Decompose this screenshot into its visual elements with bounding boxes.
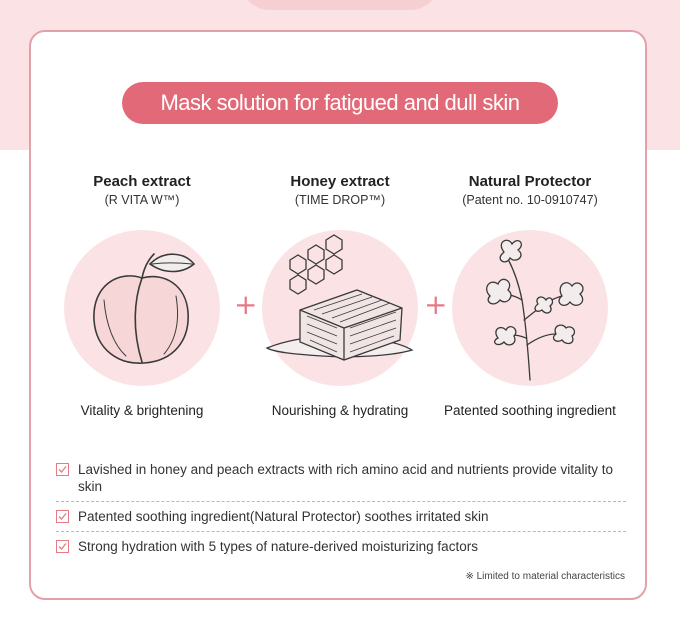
ingredient-peach: Peach extract (R VITA W™) Vitality & bri… [42, 172, 242, 418]
honeycomb-icon [265, 234, 414, 361]
benefit-text: Strong hydration with 5 types of nature-… [78, 539, 478, 554]
plus-sign: + [234, 288, 258, 321]
ingredient-sub: (R VITA W™) [104, 193, 180, 207]
ingredient-sub: (Patent no. 10-0910747) [462, 193, 598, 207]
ingredient-honey: Honey extract (TIME DROP™) Nourish [240, 172, 440, 418]
ingredient-circle [64, 230, 220, 386]
ingredient-circle [452, 230, 608, 386]
top-arc [240, 0, 440, 10]
benefit-item: Lavished in honey and peach extracts wit… [56, 455, 626, 501]
checkbox-icon [56, 540, 69, 553]
checkbox-icon [56, 463, 69, 476]
ingredient-caption: Nourishing & hydrating [271, 403, 409, 418]
herb-icon [486, 239, 584, 381]
ingredient-name: Natural Protector [468, 173, 592, 190]
ingredient-name: Honey extract [290, 173, 390, 190]
ingredient-caption: Vitality & brightening [80, 403, 204, 418]
benefit-item: Patented soothing ingredient(Natural Pro… [56, 501, 626, 531]
ingredient-sub: (TIME DROP™) [294, 193, 386, 207]
headline-banner: Mask solution for fatigued and dull skin [122, 82, 558, 124]
ingredient-name: Peach extract [93, 173, 191, 190]
benefit-list: Lavished in honey and peach extracts wit… [56, 455, 626, 561]
footnote: ※ Limited to material characteristics [465, 571, 625, 582]
plus-sign: + [424, 288, 448, 321]
checkbox-icon [56, 510, 69, 523]
peach-icon [93, 253, 196, 364]
ingredient-natural-protector: Natural Protector (Patent no. 10-0910747… [430, 172, 630, 418]
ingredient-caption: Patented soothing ingredient [444, 403, 616, 418]
benefit-text: Patented soothing ingredient(Natural Pro… [78, 509, 489, 524]
benefit-item: Strong hydration with 5 types of nature-… [56, 531, 626, 561]
benefit-text: Lavished in honey and peach extracts wit… [78, 462, 614, 494]
ingredient-circle [262, 230, 418, 386]
